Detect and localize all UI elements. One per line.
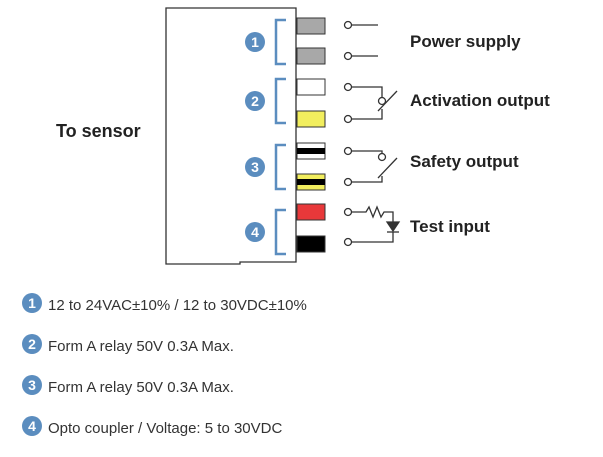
- spec-item-test-input: 4 Opto coupler / Voltage: 5 to 30VDC: [22, 416, 307, 457]
- power-supply-terminals: [343, 20, 378, 61]
- svg-text:3: 3: [251, 159, 259, 175]
- spec-badge-1: 1: [22, 293, 42, 313]
- wire-white: [296, 78, 326, 96]
- spec-item-power: 1 12 to 24VAC±10% / 12 to 30VDC±10%: [22, 293, 307, 334]
- wire-white-black-stripe: [296, 142, 326, 160]
- spec-list: 1 12 to 24VAC±10% / 12 to 30VDC±10% 2 Fo…: [22, 293, 307, 457]
- group-badge-3: 3: [245, 157, 265, 177]
- wire-black: [296, 235, 326, 253]
- bracket-3: [274, 143, 286, 191]
- spec-badge-2: 2: [22, 334, 42, 354]
- spec-text-power: 12 to 24VAC±10% / 12 to 30VDC±10%: [48, 297, 307, 314]
- safety-relay-contact: [343, 146, 398, 187]
- bracket-1: [274, 18, 286, 66]
- label-safety-output: Safety output: [410, 152, 519, 171]
- wire-yellow-black-stripe: [296, 173, 326, 191]
- label-activation-output: Activation output: [410, 91, 550, 110]
- svg-text:1: 1: [251, 34, 259, 50]
- group-badge-1: 1: [245, 32, 265, 52]
- spec-item-safety: 3 Form A relay 50V 0.3A Max.: [22, 375, 307, 416]
- wire-gray-2: [296, 47, 326, 65]
- group-badge-2: 2: [245, 91, 265, 111]
- svg-text:2: 2: [251, 93, 259, 109]
- activation-relay-contact: [343, 82, 398, 124]
- label-power-supply: Power supply: [410, 32, 521, 51]
- test-input-optocoupler: [343, 205, 401, 247]
- wire-yellow: [296, 110, 326, 128]
- spec-text-safety: Form A relay 50V 0.3A Max.: [48, 379, 234, 396]
- sensor-body: [165, 7, 297, 265]
- wiring-diagram: To sensor 1 2 3 4: [56, 7, 550, 265]
- wire-gray-1: [296, 17, 326, 35]
- spec-text-test-input: Opto coupler / Voltage: 5 to 30VDC: [48, 420, 283, 437]
- label-test-input: Test input: [410, 217, 490, 236]
- svg-text:4: 4: [251, 224, 259, 240]
- bracket-2: [274, 77, 286, 125]
- spec-badge-3: 3: [22, 375, 42, 395]
- spec-text-activation: Form A relay 50V 0.3A Max.: [48, 338, 234, 355]
- sensor-label: To sensor: [56, 121, 141, 141]
- spec-item-activation: 2 Form A relay 50V 0.3A Max.: [22, 334, 307, 375]
- wire-red: [296, 203, 326, 221]
- spec-badge-4: 4: [22, 416, 42, 436]
- group-badge-4: 4: [245, 222, 265, 242]
- bracket-4: [274, 208, 286, 256]
